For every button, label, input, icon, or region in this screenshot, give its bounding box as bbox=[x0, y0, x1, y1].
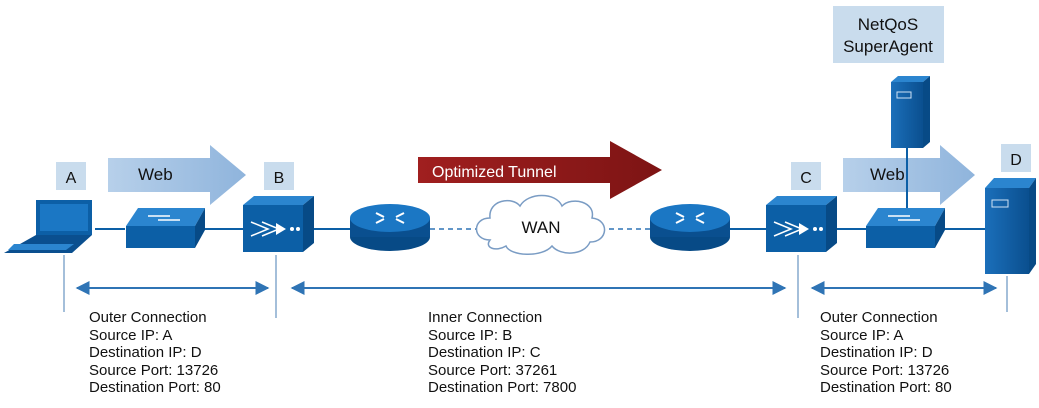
wan-label: WAN bbox=[521, 218, 560, 237]
server-icon bbox=[891, 76, 930, 148]
source-port: Source Port: 13726 bbox=[89, 361, 219, 379]
node-c-box bbox=[791, 162, 821, 190]
laptop-icon bbox=[4, 200, 92, 253]
connection-title: Inner Connection bbox=[428, 309, 543, 326]
outer-connection-right: Outer Connection Source IP: A Destinatio… bbox=[820, 309, 952, 397]
destination-ip: Destination IP: D bbox=[89, 344, 202, 362]
node-c-label: C bbox=[800, 170, 812, 187]
router-icon bbox=[650, 204, 730, 251]
connection-title: Outer Connection bbox=[89, 309, 207, 326]
outer-connection-left: Outer Connection Source IP: A Destinatio… bbox=[89, 309, 221, 397]
accelerator-icon bbox=[243, 196, 314, 252]
destination-port: Destination Port: 80 bbox=[89, 379, 221, 397]
source-ip: Source IP: B bbox=[428, 326, 513, 344]
node-d-box bbox=[1001, 144, 1031, 172]
node-a-box bbox=[56, 162, 86, 190]
server-icon bbox=[985, 178, 1036, 274]
switch-icon bbox=[126, 208, 205, 248]
netqos-label-line1: NetQoS bbox=[858, 15, 918, 34]
cloud-icon bbox=[475, 194, 606, 255]
netqos-label-box bbox=[833, 6, 944, 63]
node-a-label: A bbox=[66, 170, 77, 187]
tunnel-arrow bbox=[418, 141, 662, 199]
node-b-box bbox=[264, 162, 294, 190]
destination-port: Destination Port: 7800 bbox=[428, 379, 577, 397]
node-d-label: D bbox=[1010, 152, 1022, 169]
accelerator-icon bbox=[766, 196, 837, 252]
router-icon bbox=[350, 204, 430, 251]
netqos-label-line2: SuperAgent bbox=[843, 37, 933, 56]
destination-port: Destination Port: 80 bbox=[820, 379, 952, 397]
destination-ip: Destination IP: C bbox=[428, 344, 541, 362]
tunnel-arrow-label: Optimized Tunnel bbox=[432, 164, 557, 181]
source-port: Source Port: 13726 bbox=[820, 361, 950, 379]
web-arrow-left-label: Web bbox=[138, 165, 173, 184]
web-arrow-left bbox=[108, 145, 246, 205]
destination-ip: Destination IP: D bbox=[820, 344, 933, 362]
node-b-label: B bbox=[274, 170, 285, 187]
source-port: Source Port: 37261 bbox=[428, 361, 558, 379]
inner-connection: Inner Connection Source IP: B Destinatio… bbox=[428, 309, 576, 397]
web-arrow-right bbox=[843, 145, 975, 205]
source-ip: Source IP: A bbox=[89, 326, 173, 344]
web-arrow-right-label: Web bbox=[870, 165, 905, 184]
source-ip: Source IP: A bbox=[820, 326, 904, 344]
switch-icon bbox=[866, 208, 945, 248]
connection-title: Outer Connection bbox=[820, 309, 938, 326]
